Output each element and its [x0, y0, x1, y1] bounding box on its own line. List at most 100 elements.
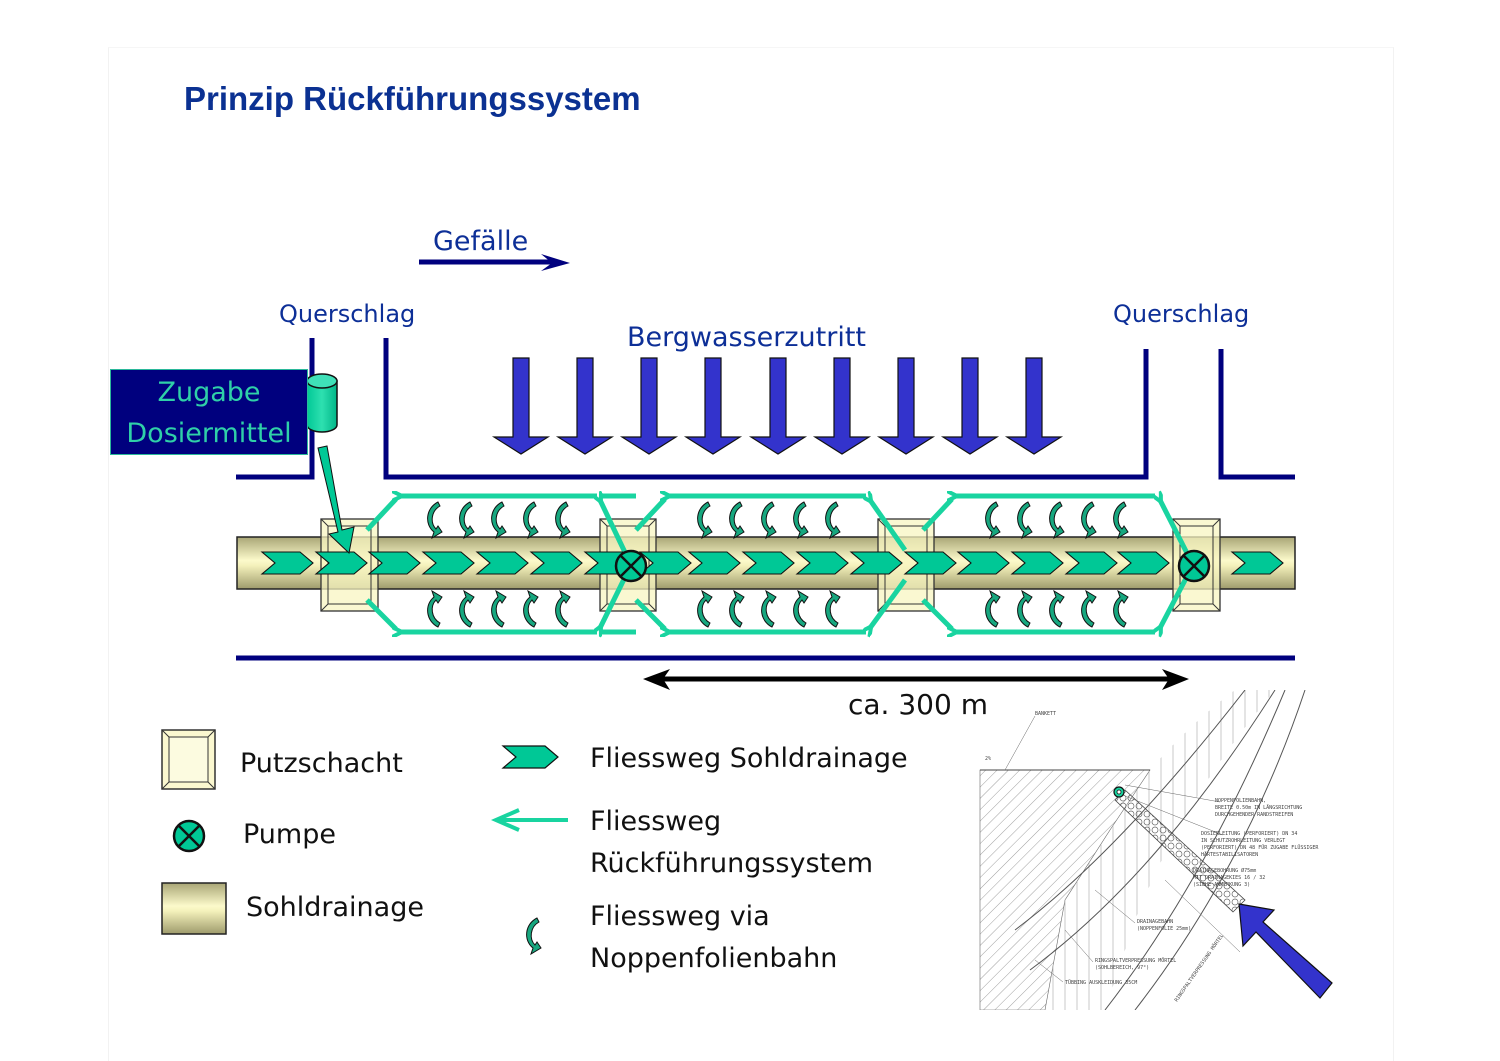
chevron-flow-icon [501, 745, 559, 769]
curved-arrow-icon [761, 501, 777, 540]
return-line-mid-up [870, 500, 908, 552]
return-line-bottom-diag [634, 598, 667, 631]
drawing-label-noppen-3: DURCHGEHENDER RANDSTREIFEN [1215, 812, 1293, 818]
legend-pumpe-label: Pumpe [243, 819, 336, 850]
wall-mid [383, 338, 1149, 480]
drawing-label-bankett: BANKETT [1035, 711, 1056, 717]
drawing-label-slope: 2% [985, 756, 991, 762]
bergwasser-arrow-icon [812, 357, 872, 455]
chevron-flow-icon [638, 551, 692, 575]
chevron-flow-icon [795, 551, 849, 575]
curved-arrow-icon [729, 589, 745, 628]
chevron-flow-icon [314, 551, 368, 575]
zugabe-dosiermittel-box: Zugabe Dosiermittel [110, 369, 308, 455]
bergwasser-arrow-icon [876, 357, 936, 455]
drawing-label-dosier-1: DOSIERLEITUNG (PERFORIERT) DN 34 [1201, 831, 1297, 837]
sohldrainage-icon [161, 882, 227, 935]
curved-arrow-icon [697, 589, 713, 628]
curved-arrow-icon [523, 501, 539, 540]
zugabe-line1: Zugabe [157, 377, 261, 408]
cross-section-drawing: BANKETT 2% NOPPENFOLIENBAHN, BREITE 0.50… [979, 690, 1333, 1010]
curved-arrow-icon [985, 501, 1001, 540]
curved-arrow-icon [523, 589, 539, 628]
querschlag-right-label: Querschlag [1113, 300, 1250, 328]
return-line-top-diag [634, 497, 667, 532]
chevron-flow-icon [1010, 551, 1064, 575]
curved-arrow-icon [729, 501, 745, 540]
drawing-label-dosier-3: (PERFORIERT) DN 48 FÜR ZUGABE FLÜSSIGER [1201, 844, 1319, 851]
pump-icon [1177, 549, 1211, 583]
chevron-flow-icon [475, 551, 529, 575]
noppenfolie-curls [427, 501, 1129, 628]
chevron-flow-icon [367, 551, 421, 575]
curved-arrow-icon [985, 589, 1001, 628]
drawing-label-drain-3: (SIEHE ANMERKUNG 3) [1193, 882, 1250, 888]
curved-arrow-icon [1113, 501, 1129, 540]
gefaelle-label: Gefälle [433, 226, 529, 257]
legend-fliessweg-sohldrainage-label: Fliessweg Sohldrainage [590, 743, 908, 774]
chevron-flow-icon [529, 551, 583, 575]
return-line-mid-down [870, 578, 908, 628]
chevron-flow-icon [956, 551, 1010, 575]
curved-arrow-icon [793, 589, 809, 628]
zugabe-line2: Dosiermittel [126, 418, 292, 449]
drawing-label-noppen-1: NOPPENFOLIENBAHN, [1215, 798, 1266, 804]
chevron-flow-icon [849, 551, 903, 575]
lining-outer [1014, 690, 1246, 931]
bergwasser-arrows [491, 357, 1064, 455]
curved-arrow-icon [526, 917, 542, 956]
gefaelle-arrow [419, 254, 570, 271]
ring-inner [1134, 690, 1306, 1010]
querschlag-left-label: Querschlag [279, 300, 416, 328]
putzschacht-icon [161, 729, 216, 790]
bergwasser-arrow-icon [748, 357, 808, 455]
bergwasser-arrow-icon [491, 357, 551, 455]
return-flow-lines [365, 496, 1196, 632]
curved-arrow-icon [825, 501, 841, 540]
curved-arrow-icon [793, 501, 809, 540]
legend-np-line2: Noppenfolienbahn [590, 943, 838, 974]
slide-frame [108, 47, 1394, 1061]
curved-arrow-icon [555, 501, 571, 540]
sohldrainage-chevrons [260, 551, 1284, 575]
curved-arrow-icon [697, 501, 713, 540]
bergwasser-label: Bergwasserzutritt [627, 322, 867, 353]
drawing-label-dosier-4: HÄRTESTABILISATOREN [1201, 851, 1258, 858]
curved-arrow-icon [1049, 501, 1065, 540]
chevron-flow-icon [1116, 551, 1170, 575]
curved-arrow-icon [427, 501, 443, 540]
return-line-bottom-diag [365, 598, 398, 631]
curved-arrow-icon [1113, 589, 1129, 628]
bergwasser-arrow-icon [1004, 357, 1064, 455]
drawing-label-drainbahn-1: DRAINAGEBAHN [1137, 919, 1173, 925]
distance-label: ca. 300 m [848, 688, 988, 721]
drawing-label-drain-1: DRAINAGEBOHRUNG Ø75mm [1193, 867, 1256, 874]
drawing-label-ring-2: (SOHLBEREICH, 97°) [1095, 965, 1149, 971]
chevron-flow-icon [687, 551, 741, 575]
chevron-flow-icon [741, 551, 795, 575]
curved-arrow-icon [491, 589, 507, 628]
curved-arrow-icon [491, 501, 507, 540]
distance-arrow [643, 669, 1189, 690]
legend-fliessweg-noppen-label: Fliessweg via Noppenfolienbahn [590, 896, 837, 980]
drawing-label-ring-1: RINGSPALTVERPRESSUNG MÖRTEL [1095, 957, 1176, 964]
legend-fliessweg-rueckfuehrung-label: Fliessweg Rückführungssystem [590, 801, 873, 885]
drawing-label-drainbahn-2: (NOPPENFOLIE 25mm) [1137, 926, 1191, 932]
curved-arrow-icon [825, 589, 841, 628]
pumps [614, 549, 1211, 583]
chevron-flow-icon [1064, 551, 1118, 575]
pump-icon [614, 549, 648, 583]
lining-area [1045, 690, 1275, 1010]
chevron-flow-icon [1230, 551, 1284, 575]
drawing-label-noppen-2: BREITE 0.50m IN LÄNGSRICHTUNG [1215, 804, 1302, 811]
wall-right [1218, 349, 1295, 480]
drawing-label-drain-2: MIT DRAINAGEKIES 16 / 32 [1193, 875, 1265, 881]
legend-putzschacht-label: Putzschacht [240, 748, 403, 779]
curved-arrow-icon [1017, 589, 1033, 628]
return-line-bottom-diag [921, 598, 954, 631]
tunnel-walls [236, 338, 1295, 661]
curved-arrow-icon [459, 501, 475, 540]
curved-arrow-icon [526, 917, 542, 956]
curved-arrow-icon [761, 589, 777, 628]
curved-arrow-icon [459, 589, 475, 628]
